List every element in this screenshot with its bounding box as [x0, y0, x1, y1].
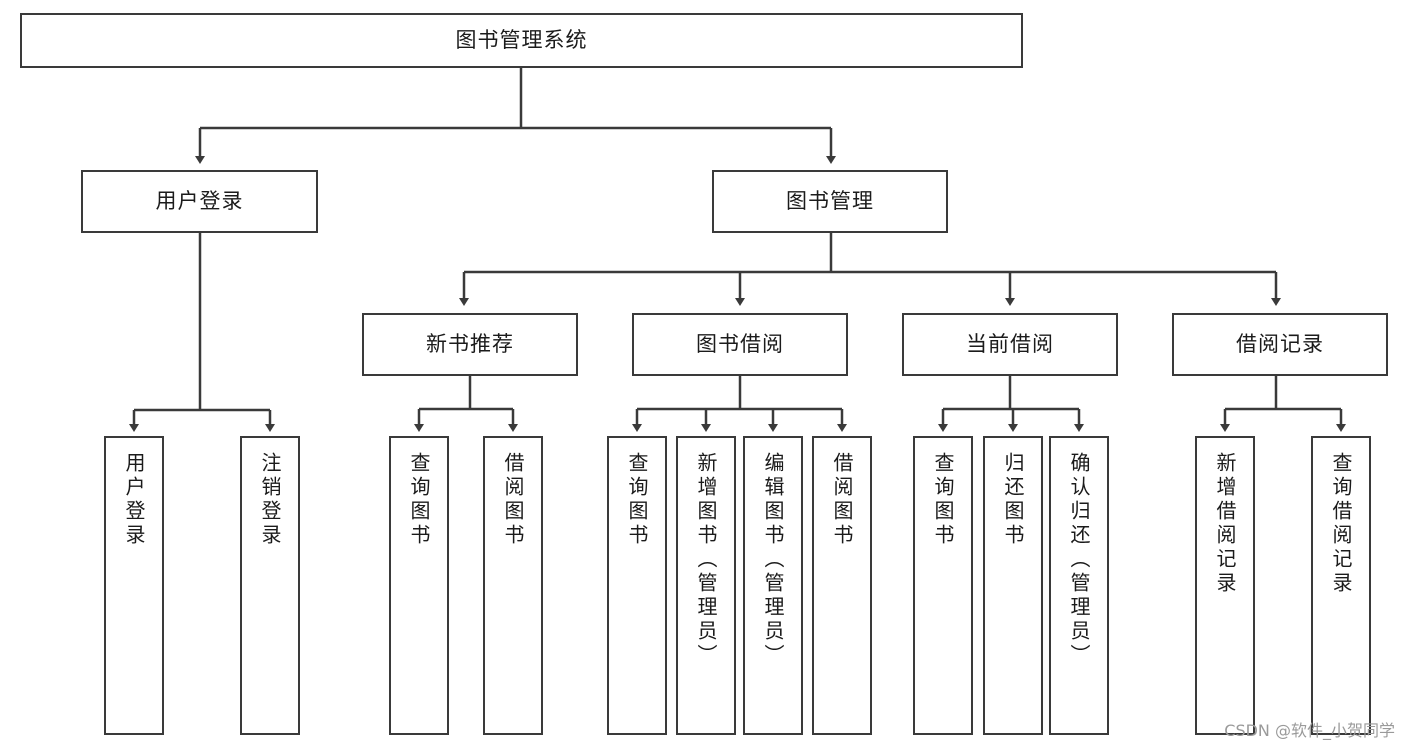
leaf-add-book[interactable]: 新增图书（管理员）: [676, 436, 736, 735]
node-user-login-label: 用户登录: [155, 188, 244, 213]
leaf-edit-book[interactable]: 编辑图书（管理员）: [743, 436, 803, 735]
leaf-query-book-1-label: 查询图书: [407, 452, 431, 548]
leaf-borrow-book-1-label: 借阅图书: [501, 452, 525, 548]
leaf-query-book-3[interactable]: 查询图书: [913, 436, 973, 735]
leaf-query-book-2-label: 查询图书: [625, 452, 649, 548]
leaf-borrow-book-2-label: 借阅图书: [830, 452, 854, 548]
node-new-book-rec[interactable]: 新书推荐: [362, 313, 578, 376]
leaf-borrow-book-1[interactable]: 借阅图书: [483, 436, 543, 735]
node-current-borrow[interactable]: 当前借阅: [902, 313, 1118, 376]
leaf-add-record[interactable]: 新增借阅记录: [1195, 436, 1255, 735]
node-borrow-record-label: 借阅记录: [1236, 331, 1324, 356]
leaf-query-record-label: 查询借阅记录: [1329, 452, 1353, 596]
leaf-return-book-label: 归还图书: [1001, 452, 1025, 548]
node-current-borrow-label: 当前借阅: [966, 331, 1054, 356]
leaf-user-login-label: 用户登录: [122, 452, 146, 548]
node-new-book-rec-label: 新书推荐: [426, 331, 514, 356]
node-root-label: 图书管理系统: [455, 27, 588, 52]
leaf-confirm-return-label: 确认归还（管理员）: [1067, 452, 1091, 668]
leaf-logout-login[interactable]: 注销登录: [240, 436, 300, 735]
leaf-query-record[interactable]: 查询借阅记录: [1311, 436, 1371, 735]
node-borrow-record[interactable]: 借阅记录: [1172, 313, 1388, 376]
leaf-query-book-1[interactable]: 查询图书: [389, 436, 449, 735]
leaf-return-book[interactable]: 归还图书: [983, 436, 1043, 735]
leaf-add-book-label: 新增图书（管理员）: [694, 452, 718, 668]
node-user-login[interactable]: 用户登录: [81, 170, 318, 233]
leaf-add-record-label: 新增借阅记录: [1213, 452, 1237, 596]
csdn-watermark: CSDN @软件_小贺同学: [1224, 721, 1395, 740]
leaf-edit-book-label: 编辑图书（管理员）: [761, 452, 785, 668]
node-root[interactable]: 图书管理系统: [20, 13, 1023, 68]
node-book-manage[interactable]: 图书管理: [712, 170, 948, 233]
leaf-user-login[interactable]: 用户登录: [104, 436, 164, 735]
node-book-borrow[interactable]: 图书借阅: [632, 313, 848, 376]
leaf-confirm-return[interactable]: 确认归还（管理员）: [1049, 436, 1109, 735]
leaf-borrow-book-2[interactable]: 借阅图书: [812, 436, 872, 735]
leaf-query-book-3-label: 查询图书: [931, 452, 955, 548]
leaf-logout-login-label: 注销登录: [258, 452, 282, 548]
node-book-borrow-label: 图书借阅: [696, 331, 784, 356]
node-book-manage-label: 图书管理: [786, 188, 874, 213]
leaf-query-book-2[interactable]: 查询图书: [607, 436, 667, 735]
